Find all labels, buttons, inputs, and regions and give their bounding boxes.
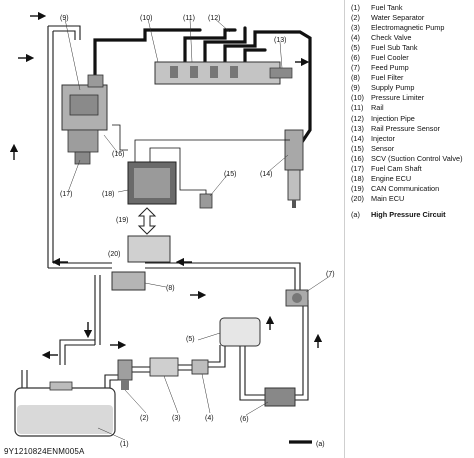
flow-arrows <box>9 11 323 360</box>
callout-19: (19) <box>116 217 128 224</box>
supply-pump <box>61 74 108 165</box>
legend-item: (7)Feed Pump <box>351 63 409 73</box>
legend-item: (17)Fuel Cam Shaft <box>351 163 422 173</box>
callout-11: (11) <box>183 15 195 22</box>
fuel-system-diagram: (9) (10) (11) (12) (13) (14) (15) (16) (… <box>9 11 335 448</box>
legend-item: (18)Engine ECU <box>351 173 412 183</box>
callout-18: (18) <box>102 191 114 198</box>
fuel-filter <box>111 271 146 291</box>
high-pressure-lines <box>93 26 312 147</box>
callout-20: (20) <box>108 251 120 258</box>
main-ecu <box>127 235 171 263</box>
signal-lines <box>112 124 290 194</box>
callout-15: (15) <box>224 171 236 178</box>
fuel-sub-tank <box>219 317 261 347</box>
can-communication-arrow <box>137 207 157 235</box>
fuel-tank <box>14 381 116 437</box>
legend-item: (13)Rail Pressure Sensor <box>351 123 440 133</box>
callout-16: (16) <box>112 151 124 158</box>
check-valve <box>191 359 209 375</box>
diagram-canvas: (9) (10) (11) (12) (13) (14) (15) (16) (… <box>9 11 335 448</box>
injector <box>284 129 304 208</box>
water-separator <box>117 359 133 390</box>
legend-item: (4)Check Valve <box>351 33 412 43</box>
callout-12: (12) <box>208 15 220 22</box>
callout-1: (1) <box>120 441 129 448</box>
callout-6: (6) <box>240 416 249 423</box>
legend-item: (6)Fuel Cooler <box>351 53 409 63</box>
callout-leaders <box>64 18 331 441</box>
legend-item: (8)Fuel Filter <box>351 73 404 83</box>
callout-9: (9) <box>60 15 69 22</box>
feed-pump <box>285 289 309 307</box>
legend-item: (1)Fuel Tank <box>351 3 403 12</box>
callout-13: (13) <box>274 37 286 44</box>
callout-a: (a) <box>316 441 325 448</box>
legend-item: (10)Pressure Limiter <box>351 93 425 103</box>
legend-item: (14)Injector <box>351 133 395 143</box>
legend-item: (16)SCV (Suction Control Valve) <box>351 153 463 163</box>
callout-14: (14) <box>260 171 272 178</box>
callout-3: (3) <box>172 415 181 422</box>
legend-item: (15)Sensor <box>351 143 395 153</box>
legend-item: (5)Fuel Sub Tank <box>351 43 418 53</box>
legend-item: (11)Rail <box>351 103 384 113</box>
figure-code: 9Y1210824ENM005A <box>4 447 85 456</box>
legend: (1)Fuel Tank (2)Water Separator (3)Elect… <box>351 3 473 219</box>
rail <box>154 61 293 85</box>
legend-note: (a)High Pressure Circuit <box>351 209 446 219</box>
engine-ecu <box>127 161 177 205</box>
callout-10: (10) <box>140 15 152 22</box>
legend-item: (3)Electromagnetic Pump <box>351 23 445 33</box>
legend-divider <box>344 0 345 458</box>
callout-17: (17) <box>60 191 72 198</box>
callout-labels: (9) (10) (11) (12) (13) (14) (15) (16) (… <box>60 15 335 448</box>
callout-5: (5) <box>186 336 195 343</box>
callout-4: (4) <box>205 415 214 422</box>
legend-item: (19)CAN Communication <box>351 183 440 193</box>
legend-item: (9)Supply Pump <box>351 83 415 93</box>
legend-item: (2)Water Separator <box>351 13 425 23</box>
fuel-cooler <box>264 387 296 407</box>
callout-7: (7) <box>326 271 335 278</box>
electromagnetic-pump <box>149 357 179 377</box>
callout-2: (2) <box>140 415 149 422</box>
legend-item: (12)Injection Pipe <box>351 113 415 123</box>
callout-8: (8) <box>166 285 175 292</box>
legend-item: (20)Main ECU <box>351 193 405 203</box>
